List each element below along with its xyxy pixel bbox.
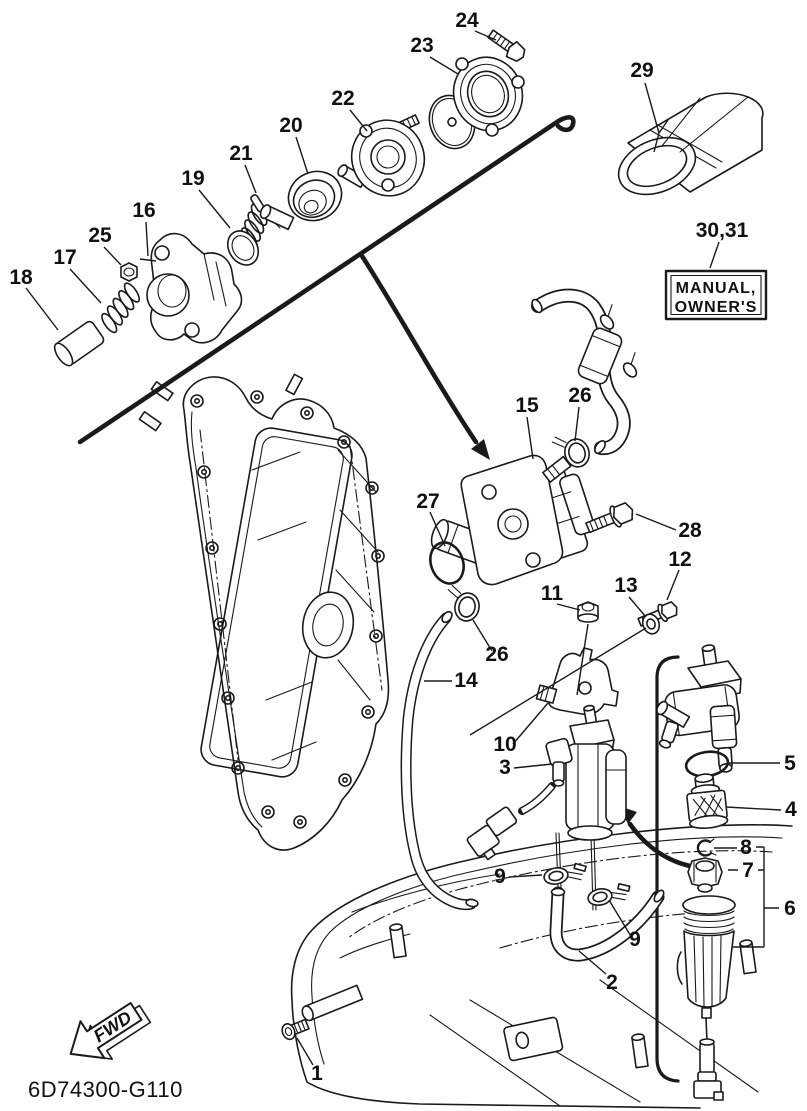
owners-manual-line2: OWNER'S	[675, 299, 758, 316]
diagram-code: 6D74300-G110	[28, 1077, 183, 1102]
part-label-3: 3	[499, 756, 511, 779]
part-label-11: 11	[541, 582, 564, 605]
part-9-clip-right	[587, 883, 631, 907]
cowling-studs	[389, 923, 757, 1069]
part-label-16: 16	[132, 199, 155, 222]
part-label-21: 21	[229, 142, 253, 165]
part-number-labels: 24 23 29 22 20 21 19 16 25 17 18 30,31 1…	[9, 9, 797, 1085]
part-label-27: 27	[416, 490, 439, 513]
part-label-15: 15	[515, 394, 539, 417]
part-label-9b: 9	[629, 928, 641, 951]
part-label-8: 8	[740, 836, 752, 859]
part-label-6: 6	[784, 897, 796, 920]
part-11-nut	[577, 601, 599, 623]
part-7-float-nut	[687, 857, 723, 893]
part-26-clamp-lower	[447, 584, 480, 622]
part-23-cover-and-gasket	[428, 56, 525, 150]
part-label-13: 13	[614, 574, 637, 597]
part-label-26b: 26	[485, 643, 508, 666]
part-1-screw-and-pipe	[281, 984, 364, 1041]
part-18-plunger	[53, 320, 105, 367]
part-24-bolt	[487, 29, 526, 62]
owners-manual-box: MANUAL, OWNER'S	[664, 269, 768, 321]
part-17-spring	[101, 282, 140, 334]
part-label-25: 25	[88, 224, 112, 247]
part-label-26a: 26	[568, 384, 591, 407]
part-label-30-31: 30,31	[696, 219, 749, 242]
part-14-fuel-hose	[400, 610, 479, 911]
part-label-7: 7	[742, 859, 754, 882]
part-label-12: 12	[668, 548, 691, 571]
part-label-5: 5	[784, 752, 796, 775]
engine-block-drawing	[138, 373, 390, 851]
owners-manual-line1: MANUAL,	[676, 280, 757, 297]
part-label-2: 2	[606, 971, 618, 994]
inset-border	[655, 655, 680, 1083]
part-label-17: 17	[53, 246, 76, 269]
part-label-28: 28	[678, 519, 702, 542]
part-label-18: 18	[9, 266, 33, 289]
part-label-22: 22	[331, 87, 354, 110]
leader-lines	[25, 30, 782, 1066]
part-28-bolt	[585, 502, 634, 534]
part-10-bracket	[535, 647, 619, 716]
part-25-nut	[120, 262, 138, 282]
part-20-diaphragm-assembly	[259, 170, 343, 231]
fuel-inlet-hose-drawing	[531, 288, 638, 456]
part-15-fuel-pump	[430, 454, 596, 586]
part-label-20: 20	[279, 114, 302, 137]
part-label-23: 23	[410, 34, 433, 57]
part-4-filter-element	[686, 773, 729, 830]
part-label-19: 19	[181, 167, 204, 190]
part-16-valve-housing	[146, 232, 243, 344]
part-label-4: 4	[785, 798, 797, 821]
part-label-24: 24	[455, 9, 479, 32]
fwd-arrow: FWD	[69, 1002, 152, 1060]
lower-cowling-drawing	[281, 824, 793, 1109]
part-3-fuel-pump-assembly	[466, 704, 627, 911]
part-label-29: 29	[630, 59, 653, 82]
part-9-clip-left	[543, 862, 587, 885]
part-29-intake-silencer	[617, 92, 764, 196]
part-6-filter-cup	[676, 895, 736, 1101]
part-19-spring-and-seat	[226, 203, 268, 266]
part-8-clip	[696, 838, 717, 857]
part-2-hose	[549, 886, 665, 962]
part-label-1: 1	[311, 1062, 323, 1085]
part-label-14: 14	[454, 669, 478, 692]
part-13-washer	[641, 613, 661, 635]
part-label-9a: 9	[494, 865, 506, 888]
section-line-and-arrows	[77, 115, 693, 869]
part-27-o-ring	[429, 541, 465, 585]
part-26-clamp-upper	[551, 436, 590, 468]
part-label-10: 10	[493, 733, 516, 756]
part-22-pump-housing	[337, 114, 426, 197]
